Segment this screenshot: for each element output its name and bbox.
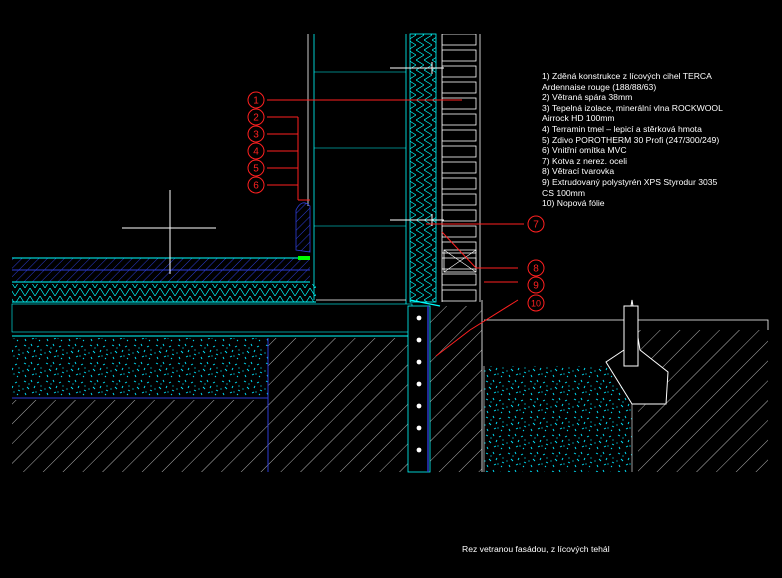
callout-number: 3 xyxy=(253,130,259,141)
brick-wall xyxy=(441,34,481,302)
callout-circle xyxy=(247,91,265,109)
callout-circle xyxy=(247,159,265,177)
callout-number: 7 xyxy=(533,220,539,231)
callout-1: 1 xyxy=(247,91,265,109)
callout-6: 6 xyxy=(247,176,265,194)
floor-layers xyxy=(11,257,413,472)
material-legend: 1) Zděná konstrukce z lícových cihel TER… xyxy=(542,71,772,209)
callout-number: 8 xyxy=(533,264,539,275)
callout-number: 5 xyxy=(253,164,259,175)
insulation-layer xyxy=(409,33,441,307)
callout-circle xyxy=(247,142,265,160)
callout-circle xyxy=(527,294,545,312)
callout-number: 4 xyxy=(253,147,259,158)
callout-leaders xyxy=(267,99,524,357)
callout-4: 4 xyxy=(247,142,265,160)
callout-8: 8 xyxy=(527,259,545,277)
callout-number: 1 xyxy=(253,96,259,107)
callout-circle xyxy=(527,215,545,233)
callouts-left: 1 2 3 4 5 6 xyxy=(247,91,265,194)
callout-number: 2 xyxy=(253,113,259,124)
legend-line: 1) Zděná konstrukce z lícových cihel TER… xyxy=(542,71,712,81)
callout-2: 2 xyxy=(247,108,265,126)
callout-5: 5 xyxy=(247,159,265,177)
legend-line: 8) Větrací tvarovka xyxy=(542,166,615,177)
callout-circle xyxy=(247,125,265,143)
legend-line: 4) Terramin tmel – lepicí a stěrková hmo… xyxy=(542,123,702,134)
plinth xyxy=(407,300,483,473)
exterior-terrain xyxy=(483,299,769,472)
callout-9: 9 xyxy=(527,276,545,294)
callout-circle xyxy=(527,259,545,277)
wall-anchors xyxy=(390,62,444,226)
legend-line: 2) Větraná spára 38mm xyxy=(542,92,633,103)
callout-7: 7 xyxy=(527,215,545,233)
callout-3: 3 xyxy=(247,125,265,143)
legend-line: Ardennaise rouge (188/88/63) xyxy=(542,81,657,92)
legend-line: Airrock HD 100mm xyxy=(542,113,615,124)
interior-wall xyxy=(295,34,407,304)
legend-line: 5) Zdivo POROTHERM 30 Profi (247/300/249… xyxy=(542,134,720,145)
legend-line: 6) Vnitřní omítka MVC xyxy=(542,145,627,156)
callout-circle xyxy=(247,176,265,194)
legend-line: 10) Nopová fólie xyxy=(542,198,605,209)
callout-10: 10 xyxy=(527,294,545,312)
callout-circle xyxy=(527,276,545,294)
legend-line: 7) Kotva z nerez. oceli xyxy=(542,155,628,166)
callout-number: 9 xyxy=(533,281,539,292)
callout-circle xyxy=(247,108,265,126)
drawing-caption: Rez vetranou fasádou, z lícových tehál xyxy=(462,544,610,554)
crosshair-cursor xyxy=(122,190,216,274)
legend-line: 9) Extrudovaný polystyrén XPS Styrodur 3… xyxy=(542,176,718,187)
callout-number: 10 xyxy=(531,299,541,309)
callout-number: 6 xyxy=(253,181,259,192)
legend-line: CS 100mm xyxy=(542,187,585,198)
legend-line: 3) Tepelná izolace, minerální vlna ROCKW… xyxy=(542,102,723,113)
callouts-right: 7 8 9 10 xyxy=(527,215,545,312)
